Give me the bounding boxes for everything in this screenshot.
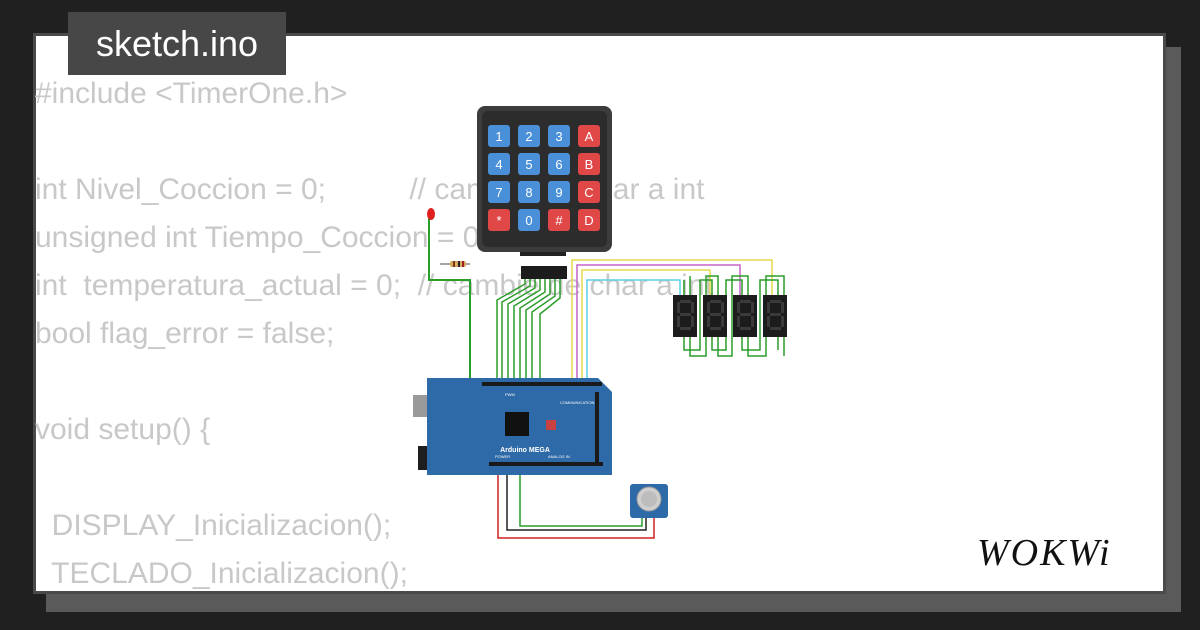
keypad-key[interactable]: 4 bbox=[488, 153, 510, 175]
keypad-key[interactable]: 1 bbox=[488, 125, 510, 147]
analog-label: ANALOG IN bbox=[548, 454, 570, 459]
seven-segment-digit bbox=[763, 295, 787, 337]
power-label: POWER bbox=[495, 454, 510, 459]
comm-label: COMMUNICATION bbox=[560, 400, 594, 405]
keypad-key[interactable]: B bbox=[578, 153, 600, 175]
seven-segment-digit bbox=[703, 295, 727, 337]
keypad-keys: 1 2 3 A 4 5 6 B 7 8 9 C * 0 # D bbox=[488, 125, 600, 231]
svg-text:8: 8 bbox=[525, 185, 532, 200]
keypad-key[interactable]: A bbox=[578, 125, 600, 147]
svg-text:WOKWi: WOKWi bbox=[977, 532, 1112, 574]
svg-text:6: 6 bbox=[555, 157, 562, 172]
keypad-key[interactable]: 9 bbox=[548, 181, 570, 203]
pwm-label: PWM bbox=[505, 392, 515, 397]
svg-text:5: 5 bbox=[525, 157, 532, 172]
svg-text:2: 2 bbox=[525, 129, 532, 144]
keypad-key[interactable]: C bbox=[578, 181, 600, 203]
seven-segment-digit bbox=[733, 295, 757, 337]
keypad-key[interactable]: 5 bbox=[518, 153, 540, 175]
keypad-key[interactable]: 3 bbox=[548, 125, 570, 147]
pot-wires bbox=[497, 475, 655, 539]
svg-text:0: 0 bbox=[525, 213, 532, 228]
svg-text:1: 1 bbox=[495, 129, 502, 144]
keypad[interactable]: 1 2 3 A 4 5 6 B 7 8 9 C * 0 # D bbox=[477, 106, 612, 256]
keypad-key[interactable]: 7 bbox=[488, 181, 510, 203]
svg-text:4: 4 bbox=[495, 157, 502, 172]
keypad-key[interactable]: 6 bbox=[548, 153, 570, 175]
svg-text:9: 9 bbox=[555, 185, 562, 200]
wokwi-logo: WOKWi bbox=[977, 532, 1112, 574]
seven-segment-displays[interactable] bbox=[673, 295, 787, 337]
svg-text:*: * bbox=[496, 213, 501, 228]
led[interactable] bbox=[427, 208, 435, 232]
potentiometer[interactable] bbox=[630, 484, 668, 518]
keypad-key[interactable]: # bbox=[548, 209, 570, 231]
svg-text:#: # bbox=[555, 213, 563, 228]
code-preview: #include <TimerOne.h> int Nivel_Coccion … bbox=[35, 77, 713, 590]
svg-text:A: A bbox=[585, 129, 594, 144]
led-wire bbox=[428, 232, 471, 385]
svg-text:D: D bbox=[584, 213, 593, 228]
keypad-key[interactable]: D bbox=[578, 209, 600, 231]
seven-segment-digit bbox=[673, 295, 697, 337]
file-name-tab[interactable]: sketch.ino bbox=[68, 12, 286, 75]
keypad-key[interactable]: * bbox=[488, 209, 510, 231]
keypad-wires bbox=[496, 279, 561, 380]
keypad-key[interactable]: 2 bbox=[518, 125, 540, 147]
board-label: Arduino MEGA bbox=[500, 447, 550, 454]
svg-text:3: 3 bbox=[555, 129, 562, 144]
svg-text:C: C bbox=[584, 185, 593, 200]
keypad-key[interactable]: 8 bbox=[518, 181, 540, 203]
keypad-connector bbox=[521, 266, 567, 279]
arduino-mega[interactable]: Arduino MEGA PWM COMMUNICATION POWER ANA… bbox=[413, 378, 612, 475]
resistor[interactable] bbox=[440, 261, 470, 267]
svg-text:B: B bbox=[585, 157, 594, 172]
svg-text:7: 7 bbox=[495, 185, 502, 200]
display-wires bbox=[571, 259, 785, 380]
keypad-key[interactable]: 0 bbox=[518, 209, 540, 231]
